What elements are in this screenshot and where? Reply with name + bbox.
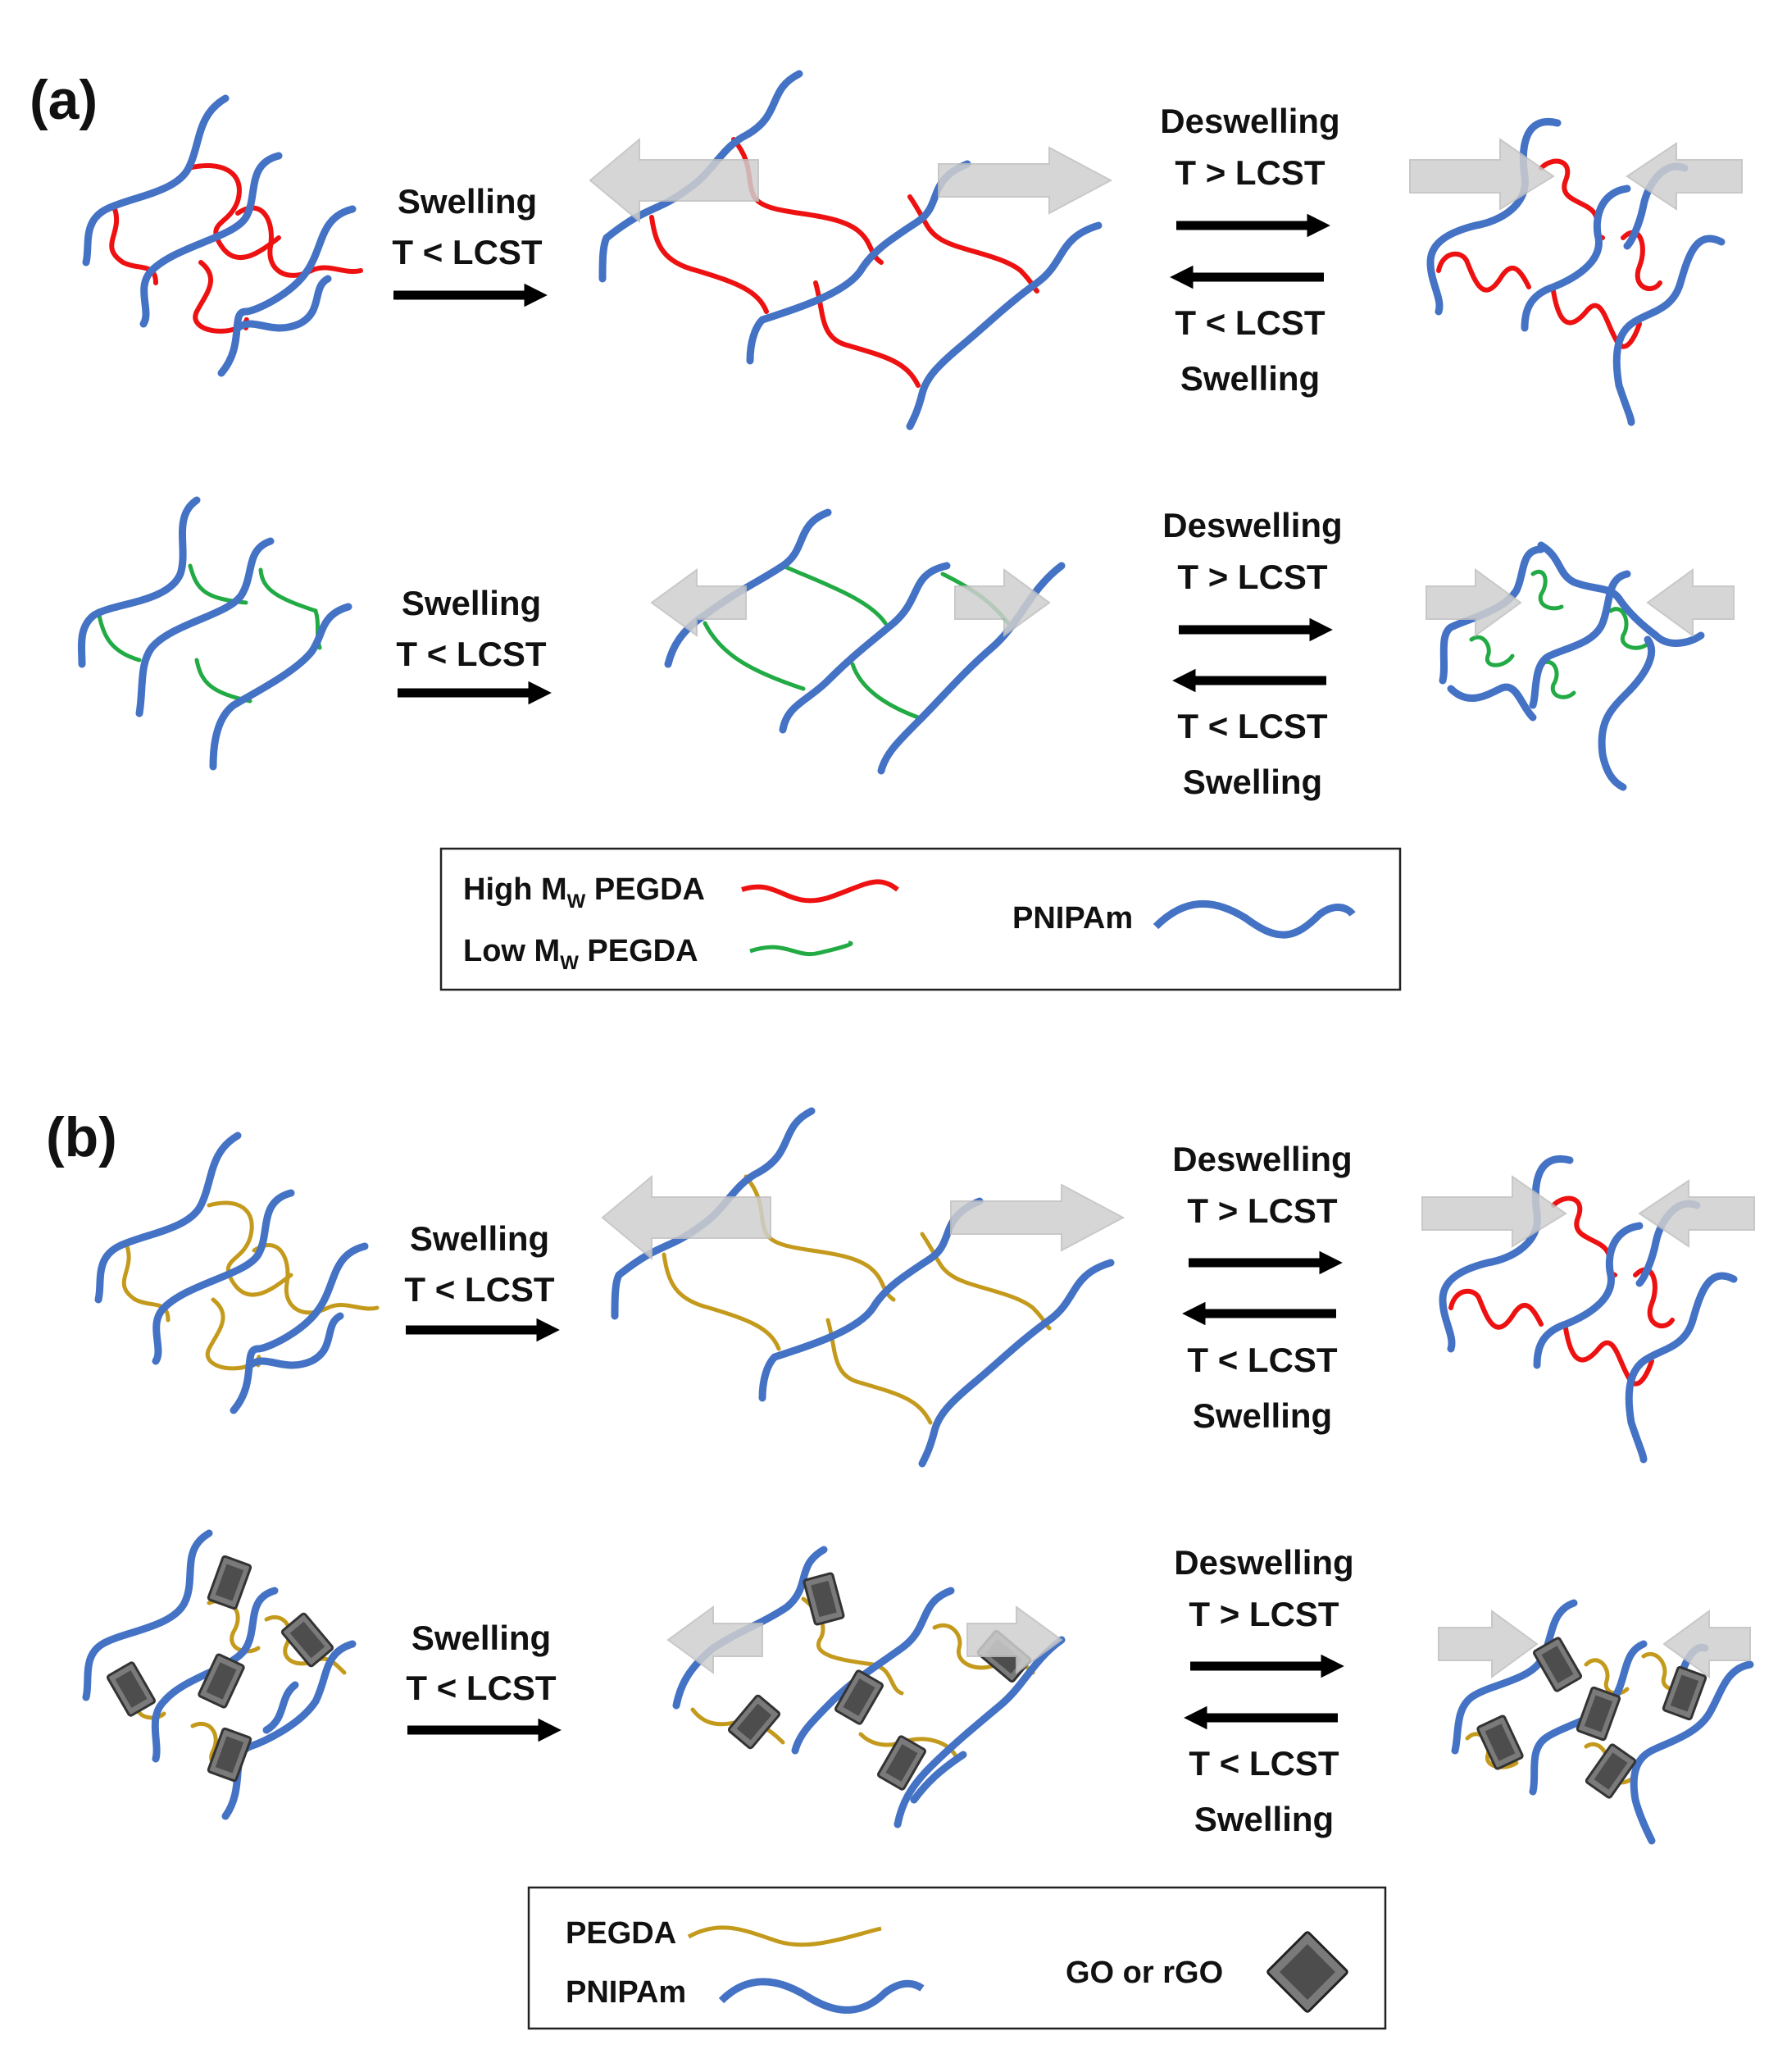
legend-pnipam-line — [718, 1978, 925, 2014]
go-flake-icon — [207, 1555, 252, 1610]
gray-arrow-inward-right — [1626, 142, 1743, 211]
below-lcst-label: T < LCST — [1175, 303, 1325, 342]
go-flake-icon — [802, 1571, 846, 1627]
go-flake-icon — [1576, 1686, 1621, 1742]
legend-pegda-line — [687, 1925, 882, 1947]
gray-arrow-inward-left — [1421, 1175, 1567, 1248]
step-reversible-b1: Deswelling T > LCST T < LCST Swelling — [1172, 1140, 1352, 1435]
legend-b-box — [527, 1886, 1387, 2030]
row-a2: Swelling T < LCST Deswelling T > LCST T … — [77, 496, 1735, 801]
go-flake-icon — [197, 1652, 246, 1710]
legend-pnipam-label: PNIPAm — [1012, 901, 1133, 936]
go-flake-icon — [105, 1660, 157, 1718]
gray-arrow-left — [666, 1605, 763, 1674]
network-a2-swollen — [664, 508, 1066, 775]
below-lcst-label: T < LCST — [1177, 707, 1328, 745]
row-a1: Swelling T < LCST Deswelling T > LCST T … — [82, 70, 1743, 430]
below-lcst-label: T < LCST — [1189, 1744, 1339, 1783]
gray-arrow-right — [938, 146, 1113, 215]
swelling-label: Swelling — [1194, 1800, 1334, 1838]
legend-high-mw-pegda-line — [741, 879, 899, 904]
go-flakes-b2-swollen — [726, 1571, 1033, 1792]
network-b1-unswollen — [94, 1132, 380, 1414]
row-b2: Swelling T < LCST Deswelling T > LCST — [82, 1529, 1754, 1845]
step-swelling-a2: Swelling T < LCST — [396, 584, 552, 705]
gray-arrow-right — [966, 1605, 1063, 1674]
swelling-label: Swelling — [1193, 1396, 1332, 1435]
swelling-label: Swelling — [412, 1619, 551, 1657]
network-a2-unswollen — [77, 496, 352, 771]
gray-arrow-inward-left — [1409, 138, 1555, 211]
gray-arrow-inward-right — [1662, 1610, 1751, 1678]
network-b1-deswollen — [1439, 1154, 1738, 1464]
legend-pegda-label: PEGDA — [566, 1916, 676, 1951]
legend-high-mw-pegda-label: High MW PEGDA — [463, 872, 705, 913]
go-flake-icon — [1662, 1665, 1707, 1721]
network-b2-swollen — [672, 1546, 1066, 1828]
below-lcst-label: T < LCST — [1187, 1341, 1338, 1379]
swelling-label: Swelling — [1183, 763, 1322, 801]
step-swelling-a1: Swelling T < LCST — [392, 182, 548, 307]
go-flake-icon — [1531, 1636, 1584, 1693]
deswelling-label: Deswelling — [1162, 506, 1342, 544]
legend-go-label: GO or rGO — [1066, 1956, 1223, 1990]
go-flake-icon — [833, 1669, 885, 1726]
gray-arrow-left — [601, 1174, 771, 1261]
step-reversible-b2: Deswelling T > LCST T < LCST Swelling — [1174, 1543, 1353, 1838]
step-swelling-b1: Swelling T < LCST — [404, 1219, 560, 1342]
below-lcst-label: T < LCST — [392, 233, 543, 271]
legend-low-mw-pegda-label: Low MW PEGDA — [463, 934, 698, 974]
swelling-label: Swelling — [398, 182, 537, 221]
swelling-label: Swelling — [402, 584, 541, 622]
panel-label-b: (b) — [46, 1106, 117, 1168]
go-flakes-b2-unswollen — [105, 1555, 335, 1783]
gray-arrow-left — [589, 137, 759, 224]
row-b1: Swelling T < LCST Deswelling T > LCST T … — [94, 1107, 1755, 1468]
step-reversible-a2: Deswelling T > LCST T < LCST Swelling — [1162, 506, 1342, 801]
gray-arrow-inward-left — [1426, 568, 1522, 637]
legend-pnipam-label: PNIPAm — [566, 1975, 686, 2010]
below-lcst-label: T < LCST — [404, 1270, 555, 1309]
below-lcst-label: T < LCST — [396, 635, 547, 673]
go-flake-icon — [1584, 1742, 1638, 1800]
below-lcst-label: T < LCST — [406, 1669, 557, 1707]
legend-go-icon — [1266, 1931, 1348, 2013]
above-lcst-label: T > LCST — [1187, 1191, 1338, 1230]
deswelling-label: Deswelling — [1174, 1543, 1353, 1582]
above-lcst-label: T > LCST — [1175, 153, 1325, 192]
gray-arrow-right — [954, 568, 1051, 637]
deswelling-label: Deswelling — [1160, 102, 1339, 140]
swelling-label: Swelling — [1180, 359, 1320, 398]
legend-a: High MW PEGDA Low MW PEGDA PNIPAm — [439, 847, 1402, 991]
swelling-label: Swelling — [410, 1219, 549, 1258]
legend-pnipam-line — [1153, 899, 1356, 939]
gray-arrow-inward-right — [1646, 568, 1735, 637]
gray-arrow-left — [650, 568, 747, 637]
step-reversible-a1: Deswelling T > LCST T < LCST Swelling — [1160, 102, 1339, 398]
gray-arrow-inward-left — [1438, 1610, 1539, 1678]
network-b1-swollen — [611, 1107, 1115, 1468]
legend-b: PEGDA PNIPAm GO or rGO — [527, 1886, 1387, 2030]
deswelling-label: Deswelling — [1172, 1140, 1352, 1178]
network-a1-unswollen — [82, 94, 363, 377]
above-lcst-label: T > LCST — [1189, 1595, 1339, 1633]
go-flake-icon — [726, 1693, 782, 1751]
gray-arrow-inward-right — [1638, 1179, 1755, 1248]
gray-arrow-right — [950, 1183, 1125, 1252]
panel-label-a: (a) — [30, 69, 98, 131]
step-swelling-b2: Swelling T < LCST — [406, 1619, 562, 1742]
go-flake-icon — [1476, 1714, 1525, 1771]
network-a1-swollen — [598, 70, 1103, 430]
legend-low-mw-pegda-line — [749, 940, 853, 957]
above-lcst-label: T > LCST — [1177, 558, 1328, 596]
legend-a-box — [439, 847, 1402, 991]
